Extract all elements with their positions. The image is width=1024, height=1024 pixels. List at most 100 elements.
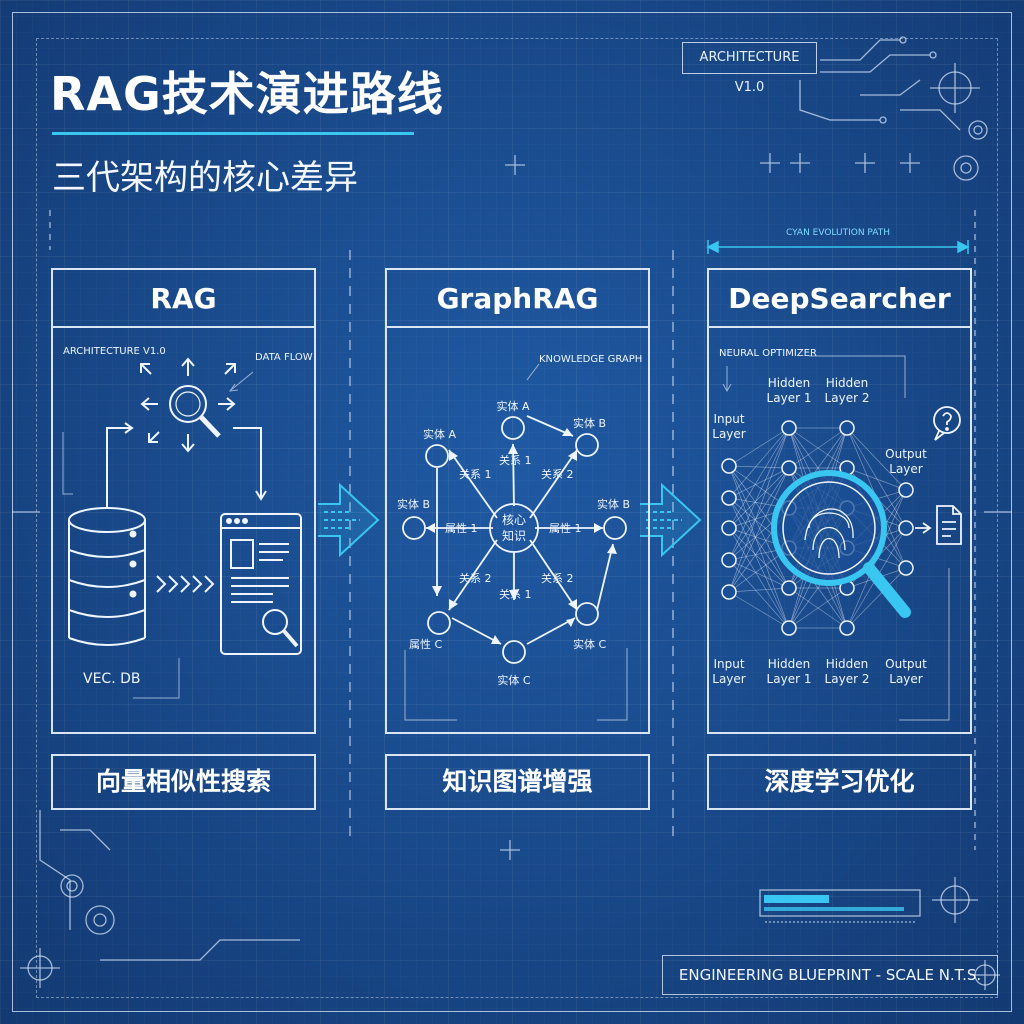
crosshair-icon [20, 948, 60, 988]
page-title: RAG技术演进路线 [50, 67, 444, 121]
label-hidden2-top-sub: Layer 2 [825, 391, 870, 405]
nn-connection [788, 587, 848, 629]
page-subtitle: 三代架构的核心差异 [52, 158, 358, 198]
node-entity-c-right: 实体 C [573, 637, 606, 651]
crosshair-icon [930, 63, 980, 113]
nn-node [781, 460, 797, 476]
nn-connection [846, 427, 907, 529]
magnifier-icon [771, 470, 911, 618]
caption-deepsearcher: 深度学习优化 [707, 754, 972, 810]
node-entity-a-top: 实体 A [496, 399, 529, 413]
question-icon [933, 406, 961, 441]
gear-icon [60, 874, 84, 898]
nn-connection [728, 559, 790, 589]
edge-attr-1-right: 属性 1 [549, 521, 582, 535]
nn-node [721, 584, 737, 600]
nn-node [781, 620, 797, 636]
edge-rel-1-top: 关系 1 [499, 453, 532, 467]
edge-rel-1-left: 关系 1 [459, 467, 492, 481]
gear-icon [968, 120, 988, 140]
label-hidden1-bottom: Hidden [768, 657, 811, 671]
nn-connection [728, 527, 790, 589]
neural-network-diagram: NEURAL OPTIMIZER Input Layer Hidden Laye… [712, 348, 962, 721]
panel-title-rag: RAG [53, 270, 314, 328]
nn-node [721, 552, 737, 568]
nn-connection [728, 559, 790, 629]
document-icon [220, 513, 302, 655]
note-data-flow: DATA FLOW [255, 352, 313, 363]
node-entity-c-bottom: 实体 C [497, 673, 530, 687]
nn-connection [728, 427, 790, 467]
evolution-path-label: CYAN EVOLUTION PATH [785, 228, 890, 238]
nn-connection [728, 465, 790, 469]
caption-graphrag: 知识图谱增强 [385, 754, 650, 810]
nn-connection [728, 587, 790, 593]
nn-node [721, 490, 737, 506]
gear-icon [953, 155, 979, 181]
footer-label: ENGINEERING BLUEPRINT - SCALE N.T.S. [662, 955, 998, 995]
nn-connection [728, 467, 790, 499]
nn-connection [728, 465, 790, 629]
label-input-layer-bottom-sub: Layer [712, 672, 746, 686]
edge-rel-1-bottom: 关系 1 [499, 587, 532, 601]
node-core-knowledge: 知识 [502, 529, 526, 543]
label-output-top: Output [885, 447, 927, 461]
gear-icon [85, 905, 115, 935]
nn-node [781, 580, 797, 596]
magnifier-icon [262, 609, 299, 648]
chevron-arrow-icon [640, 482, 702, 558]
label-input-layer-top-sub: Layer [712, 427, 746, 441]
label-hidden2-top: Hidden [826, 376, 869, 390]
label-hidden1-top-sub: Layer 1 [767, 391, 812, 405]
node-entity-b-topright: 实体 B [573, 416, 606, 430]
panel-graphrag: GraphRAG [385, 268, 650, 734]
node-entity-a-left: 实体 A [423, 427, 456, 441]
database-icon [68, 507, 146, 646]
label-hidden2-bottom-sub: Layer 2 [825, 672, 870, 686]
nn-connection [788, 427, 848, 469]
edge-rel-2-left: 关系 2 [459, 571, 492, 585]
label-input-layer-top: Input [713, 412, 744, 426]
nn-node [781, 420, 797, 436]
nn-connection [728, 591, 790, 629]
note-knowledge-graph: KNOWLEDGE GRAPH [539, 354, 642, 365]
nn-node [721, 458, 737, 474]
crosshair-icon [970, 960, 1000, 990]
caption-rag: 向量相似性搜索 [51, 754, 316, 810]
nn-connection [728, 467, 790, 529]
node-attr-c: 属性 C [409, 637, 442, 651]
nn-connection [846, 467, 907, 491]
label-output-bottom: Output [885, 657, 927, 671]
nn-connection [728, 427, 790, 593]
chevron-arrow-icon [318, 482, 380, 558]
note-vec-db: VEC. DB [83, 671, 140, 687]
node-core: 核心 [502, 513, 526, 527]
label-output-top-sub: Layer [889, 462, 923, 476]
version-tag: ARCHITECTURE V1.0 [682, 42, 817, 95]
label-output-bottom-sub: Layer [889, 672, 923, 686]
nn-connection [846, 567, 907, 629]
magnifier-icon [169, 385, 221, 438]
nn-node [839, 420, 855, 436]
crosshair-icon [932, 877, 978, 923]
title-underline [52, 132, 414, 135]
nn-connection [728, 427, 790, 561]
panel-title-graphrag: GraphRAG [387, 270, 648, 328]
nn-connection [846, 427, 907, 491]
label-hidden1-top: Hidden [768, 376, 811, 390]
inner-frame [36, 38, 998, 998]
edge-attr-1-left: 属性 1 [445, 521, 478, 535]
nn-connection [728, 427, 790, 529]
note-architecture: ARCHITECTURE V1.0 [63, 346, 166, 357]
panel-title-deepsearcher: DeepSearcher [709, 270, 970, 328]
nn-connection [728, 497, 790, 589]
document-icon [936, 505, 962, 545]
panel-deepsearcher: DeepSearcher [707, 268, 972, 734]
nn-connection [788, 587, 848, 629]
node-entity-b-left: 实体 B [397, 497, 430, 511]
note-neural-optimizer: NEURAL OPTIMIZER [719, 348, 817, 359]
nn-connection [728, 497, 790, 629]
node-entity-b-right: 实体 B [597, 497, 630, 511]
nn-node [898, 482, 914, 498]
